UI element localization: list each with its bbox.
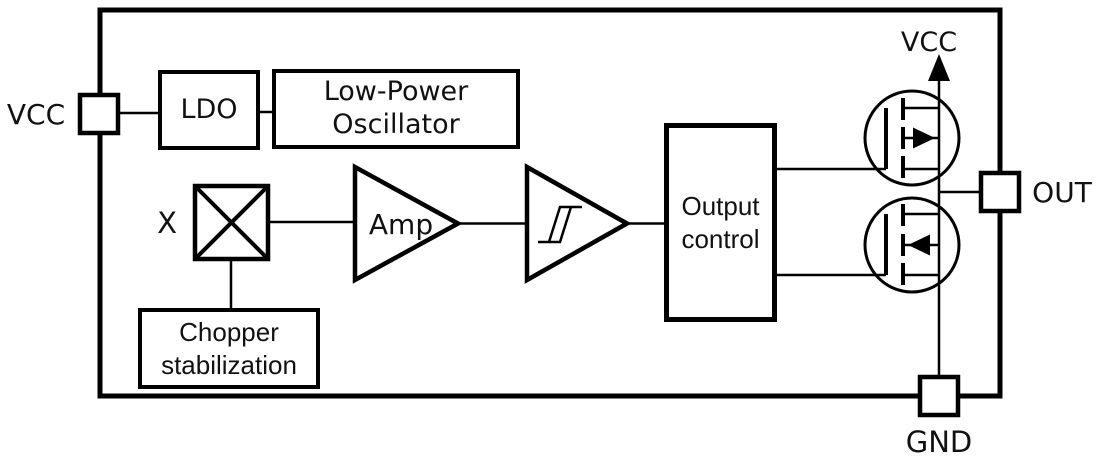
wires <box>118 76 983 377</box>
mosfet-top <box>863 89 961 187</box>
mosfet-bottom-arrow-left-icon <box>908 234 930 256</box>
mosfet-top-arrow-right-icon <box>913 127 935 149</box>
vcc-top-label: VCC <box>900 26 958 58</box>
block-output-control: Output control <box>664 123 777 322</box>
block-ldo: LDO <box>158 70 260 150</box>
schmitt-triangle <box>524 163 632 284</box>
mosfet-top-circle <box>863 89 961 187</box>
mixer-label: X <box>157 206 177 240</box>
out-pin-label: OUT <box>1032 175 1092 209</box>
hysteresis-icon <box>538 205 582 244</box>
mosfet-bottom-circle <box>863 196 961 294</box>
gnd-pin-square <box>917 374 961 418</box>
vcc-pin-square <box>77 92 121 136</box>
vcc-left-pin-label: VCC <box>6 97 66 131</box>
mixer-symbol <box>192 183 271 262</box>
amp-label: Amp <box>368 207 434 241</box>
vcc-arrow-up-icon <box>928 54 950 81</box>
mixer-cross-icon <box>195 186 268 259</box>
amp-triangle <box>352 163 463 284</box>
block-oscillator: Low-Power Oscillator <box>272 69 520 149</box>
out-pin-square <box>978 170 1022 214</box>
gnd-pin-label: GND <box>905 425 973 459</box>
mosfet-bottom <box>863 196 961 294</box>
block-chopper: Chopper stabilization <box>138 308 320 389</box>
